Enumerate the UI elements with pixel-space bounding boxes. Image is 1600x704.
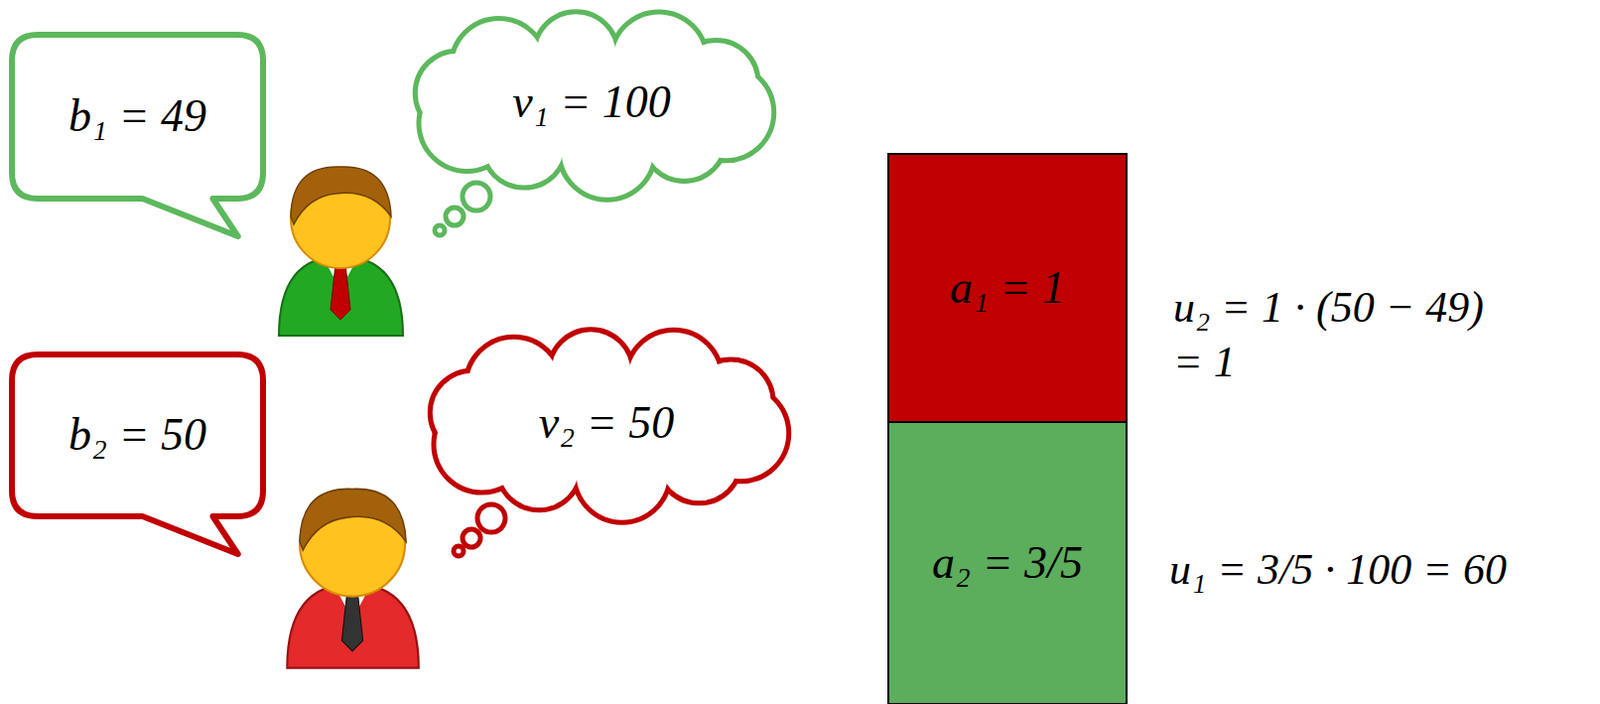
allocation-block: a₂ = 3/5 — [888, 421, 1127, 704]
math-label: a₁ = 1 — [949, 263, 1066, 314]
thought-cloud: v₁ = 100 — [408, 11, 775, 194]
bubble-outline — [11, 354, 264, 554]
allocation-block: a₁ = 1 — [888, 153, 1127, 422]
bubble-outline — [11, 34, 264, 237]
math-label: a₂ = 3/5 — [932, 537, 1083, 589]
utility-note: u₂ = 1 · (50 − 49) = 1 — [1173, 279, 1501, 390]
block-fill — [888, 153, 1127, 422]
cloud-fill — [417, 13, 772, 197]
cloud-edge — [417, 13, 772, 197]
math-label: b₁ = 49 — [68, 91, 207, 142]
thought-trail — [434, 182, 491, 236]
math-label: v₂ = 50 — [538, 398, 674, 449]
thought-cloud: v₂ = 50 — [423, 329, 790, 517]
speech-bubble: b₁ = 49 — [11, 34, 264, 199]
speech-bubble: b₂ = 50 — [11, 354, 264, 517]
cloud-edge — [432, 331, 787, 520]
red-person-icon — [286, 488, 419, 667]
math-label: v₁ = 100 — [512, 77, 670, 129]
thought-trail — [453, 504, 506, 556]
utility-note: u₁ = 3/5 · 100 = 60 — [1169, 541, 1587, 597]
green-person-icon — [278, 166, 403, 336]
math-label: b₂ = 50 — [68, 409, 207, 461]
block-fill — [888, 421, 1127, 704]
cloud-fill — [432, 331, 787, 520]
